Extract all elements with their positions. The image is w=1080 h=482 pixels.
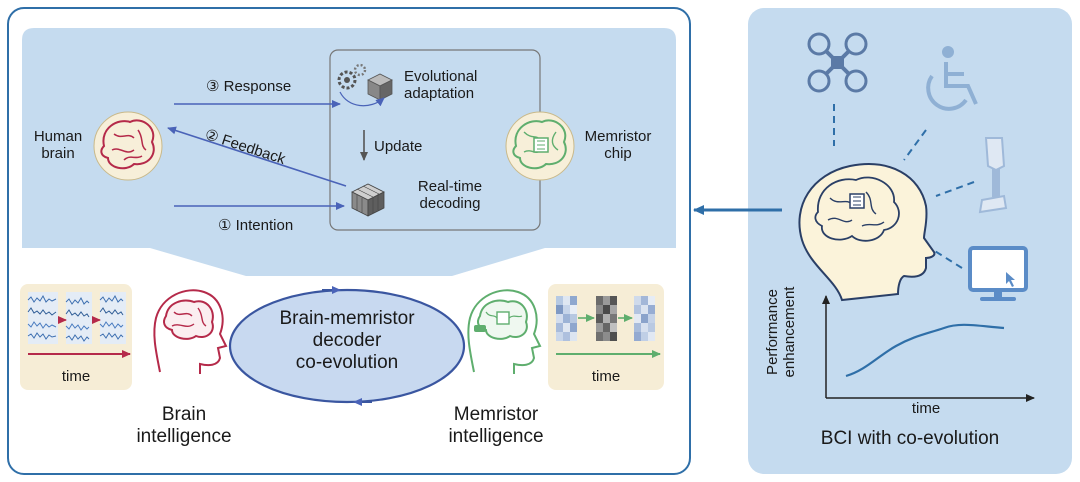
neural-signal-traces: [27, 292, 126, 344]
update-label: Update: [374, 138, 423, 155]
intention-label: ① Intention: [218, 217, 294, 234]
memristor-weight-matrices: [556, 296, 655, 341]
performance-curve: [845, 323, 1005, 378]
top-blue-panel: [22, 28, 676, 276]
rubik-cube-icon: [351, 183, 385, 217]
memristor-chip-icon: [505, 111, 575, 181]
gear-icon: [337, 63, 367, 90]
user-head-icon: [798, 163, 936, 302]
rubik-cube-small-icon: [367, 73, 393, 101]
coevolution-ellipse: [228, 288, 466, 404]
prosthetic-leg-icon: [978, 137, 1008, 214]
dashed-connectors: [833, 104, 975, 269]
brain-time-label: time: [61, 368, 91, 385]
monitor-icon: [968, 246, 1028, 301]
feedback-arrow: [167, 126, 347, 187]
wheelchair-icon: [926, 46, 978, 111]
memristor-head-icon: [467, 289, 542, 374]
brain-head-icon: [153, 289, 228, 374]
response-label: ③ Response: [206, 78, 292, 95]
drone-icon: [807, 32, 868, 93]
right-caption: BCI with co-evolution: [820, 428, 1000, 449]
human-brain-icon: [93, 111, 163, 181]
memristor-time-label: time: [591, 368, 621, 385]
adaptation-loop-arrow: [339, 91, 385, 107]
chart-xlabel: time: [911, 400, 941, 417]
